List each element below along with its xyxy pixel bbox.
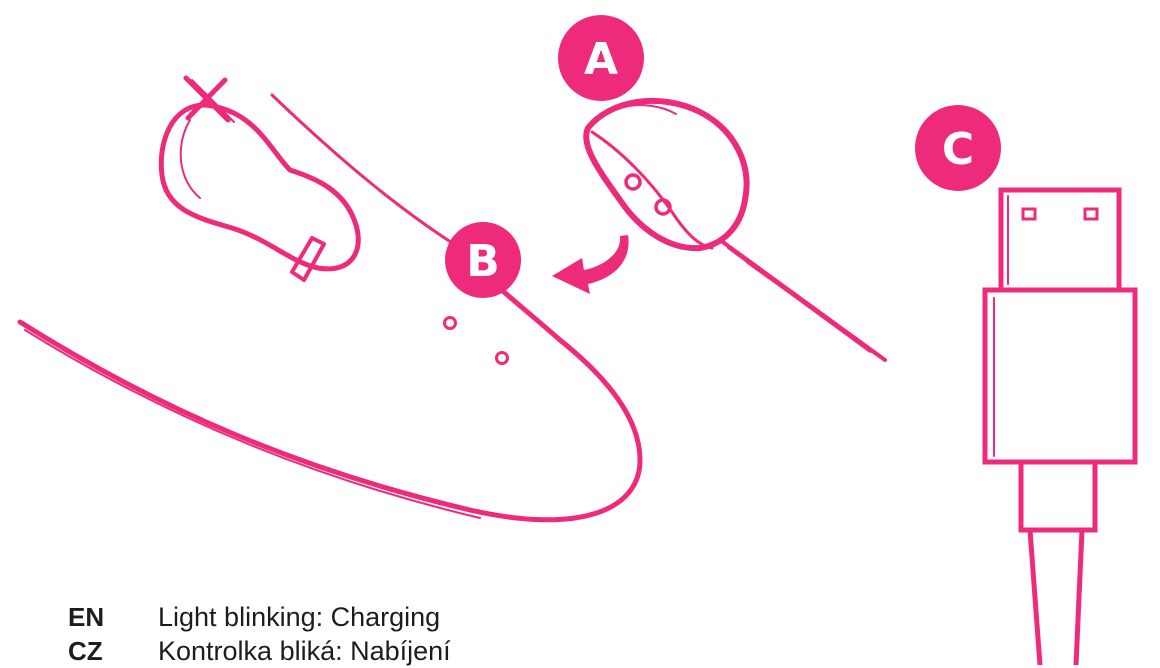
remote-antenna-inner — [727, 247, 871, 353]
usb-strain-relief — [1018, 459, 1098, 533]
remote-control-a — [583, 98, 887, 362]
egg-toy-inner-line — [179, 119, 201, 199]
remote-highlight — [619, 104, 677, 115]
badge-c-label: C — [942, 124, 974, 175]
toy-antenna-line — [270, 93, 462, 250]
remote-button-1 — [624, 173, 642, 191]
egg-toy-stub — [290, 236, 326, 282]
badge-a-label: A — [584, 34, 618, 85]
remote-antenna — [718, 238, 887, 362]
badge-c: C — [915, 105, 1001, 191]
arrow-shaft — [552, 235, 629, 294]
usb-plug-head — [998, 187, 1122, 293]
badge-a: A — [558, 15, 644, 101]
language-code: EN — [68, 602, 105, 632]
usb-cable-sketch-line — [993, 195, 1009, 457]
legend-text: Light blinking: Charging — [158, 602, 441, 632]
egg-toy-icon — [158, 102, 361, 272]
usb-cable-icon — [982, 187, 1138, 665]
toy-body-inner-edge — [24, 329, 481, 519]
usb-plug-body — [982, 287, 1138, 465]
legend-text: Kontrolka bliká: Nabíjení — [158, 636, 451, 666]
toy-device-b — [17, 93, 643, 523]
egg-toy-part — [158, 75, 361, 282]
charging-port-hole-2 — [495, 351, 509, 365]
charging-port-hole-1 — [443, 316, 457, 330]
badge-b-label: B — [466, 236, 500, 287]
curved-arrow-icon — [552, 235, 629, 294]
usb-cable-cord — [1027, 527, 1085, 665]
usb-plug-slot-2 — [1083, 207, 1099, 221]
remote-control-icon — [583, 98, 750, 252]
toy-body-outline — [17, 267, 643, 523]
remote-button-2 — [654, 198, 672, 216]
language-code: CZ — [68, 636, 103, 666]
cross-mark-icon — [183, 75, 235, 123]
usb-plug-slot-1 — [1021, 207, 1037, 221]
badge-b: B — [445, 222, 521, 298]
